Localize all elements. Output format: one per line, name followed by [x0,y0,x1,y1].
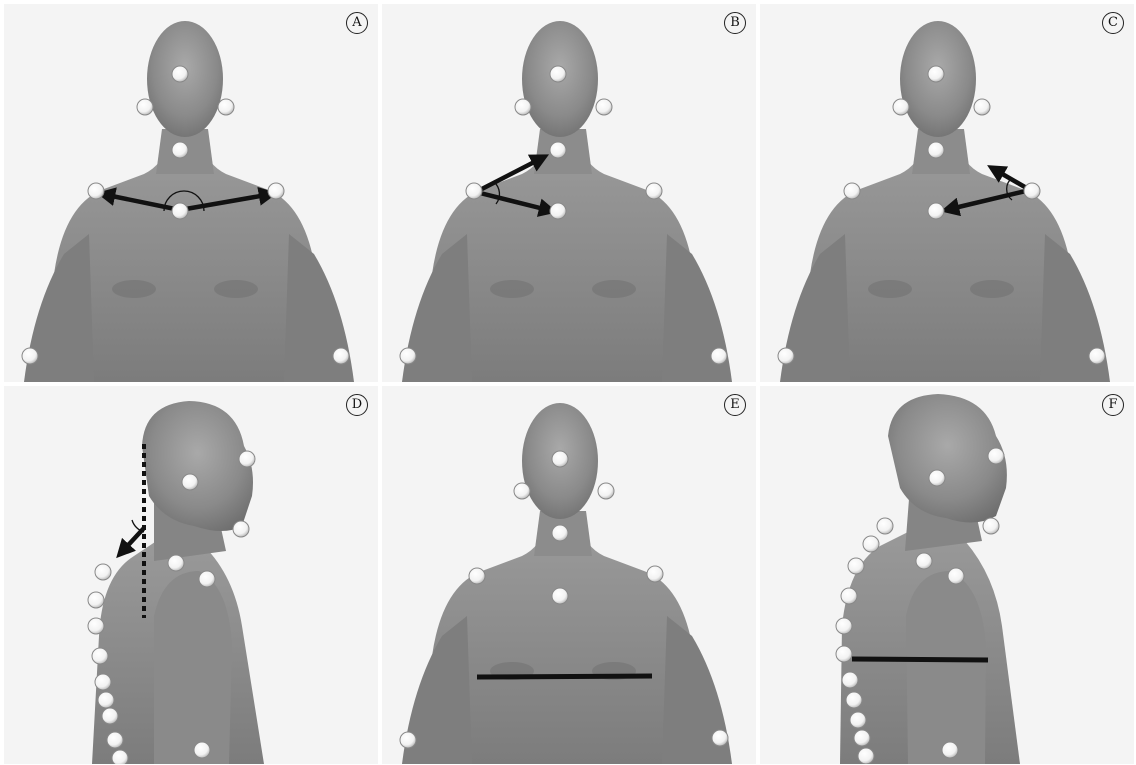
marker-chin [550,142,566,158]
marker-shoulder-left [466,183,482,199]
marker-shoulder-left [88,183,104,199]
marker-spine [854,730,870,746]
panel-c: C [760,4,1134,382]
marker-spine [877,518,893,534]
figure-front-body [382,4,756,382]
arm [154,571,232,764]
marker-sternal-notch [552,588,568,604]
figure-side-body [4,386,378,764]
marker-shoulder-left [844,183,860,199]
marker-spine [863,536,879,552]
figure-front-body [382,386,756,764]
marker-tragus [182,474,198,490]
panel-label: A [346,12,368,34]
arm [906,571,986,764]
marker-tragus-left [514,483,530,499]
marker-tragus-right [596,99,612,115]
figure-front-body [760,4,1134,382]
marker-elbow-right [333,348,349,364]
marker-shoulder-left [469,568,485,584]
marker-tragus-right [218,99,234,115]
marker-elbow-left [400,348,416,364]
marker-sternal-notch [928,203,944,219]
chest-shadow [112,280,156,298]
panel-d: D [4,386,378,764]
chest-shadow [214,280,258,298]
marker-shoulder-right [647,566,663,582]
arrow-forward-head [120,528,144,554]
marker-shoulder [199,571,215,587]
marker-tragus-left [515,99,531,115]
marker-spine [842,672,858,688]
marker-spine [102,708,118,724]
marker-sternal-notch [172,203,188,219]
marker-chin [233,521,249,537]
marker-forehead [550,66,566,82]
marker-chin [983,518,999,534]
marker-spine [98,692,114,708]
marker-shoulder-right [268,183,284,199]
marker-shoulder [948,568,964,584]
chest-shadow [592,280,636,298]
marker-spine [848,558,864,574]
marker-spine [95,674,111,690]
marker-spine [107,732,123,748]
marker-c7 [168,555,184,571]
marker-tragus-right [974,99,990,115]
marker-spine [88,618,104,634]
marker-sternal-notch [550,203,566,219]
panel-e: E [382,386,756,764]
marker-spine [846,692,862,708]
marker-spine [92,648,108,664]
marker-spine [836,646,852,662]
marker-chin [552,525,568,541]
marker-tragus-left [893,99,909,115]
marker-shoulder-right [646,183,662,199]
marker-tragus-right [598,483,614,499]
marker-spine [836,618,852,634]
figure-front-body [4,4,378,382]
marker-forehead [172,66,188,82]
marker-elbow [194,742,210,758]
marker-chin [928,142,944,158]
marker-elbow-left [778,348,794,364]
chest-shadow [868,280,912,298]
marker-spine [850,712,866,728]
panel-a: A [4,4,378,382]
marker-spine [841,588,857,604]
marker-forehead [988,448,1004,464]
marker-chin [172,142,188,158]
panel-label: E [724,394,746,416]
panel-label: B [724,12,746,34]
marker-forehead [552,451,568,467]
marker-spine [95,564,111,580]
panel-f: F [760,386,1134,764]
panel-label: C [1102,12,1124,34]
marker-forehead [239,451,255,467]
panel-label: D [346,394,368,416]
panel-b: B [382,4,756,382]
marker-elbow-left [22,348,38,364]
panel-label: F [1102,394,1124,416]
horizontal-trunk-line [852,659,988,660]
chest-shadow [970,280,1014,298]
marker-elbow-left [400,732,416,748]
marker-tragus [929,470,945,486]
marker-elbow [942,742,958,758]
marker-elbow-right [712,730,728,746]
marker-elbow-right [711,348,727,364]
marker-spine [112,750,128,764]
marker-forehead [928,66,944,82]
figure-side-body [760,386,1134,764]
marker-c7 [916,553,932,569]
marker-elbow-right [1089,348,1105,364]
marker-shoulder-right [1024,183,1040,199]
horizontal-chest-line [477,676,652,677]
marker-spine [88,592,104,608]
marker-tragus-left [137,99,153,115]
chest-shadow [490,280,534,298]
marker-spine [858,748,874,764]
